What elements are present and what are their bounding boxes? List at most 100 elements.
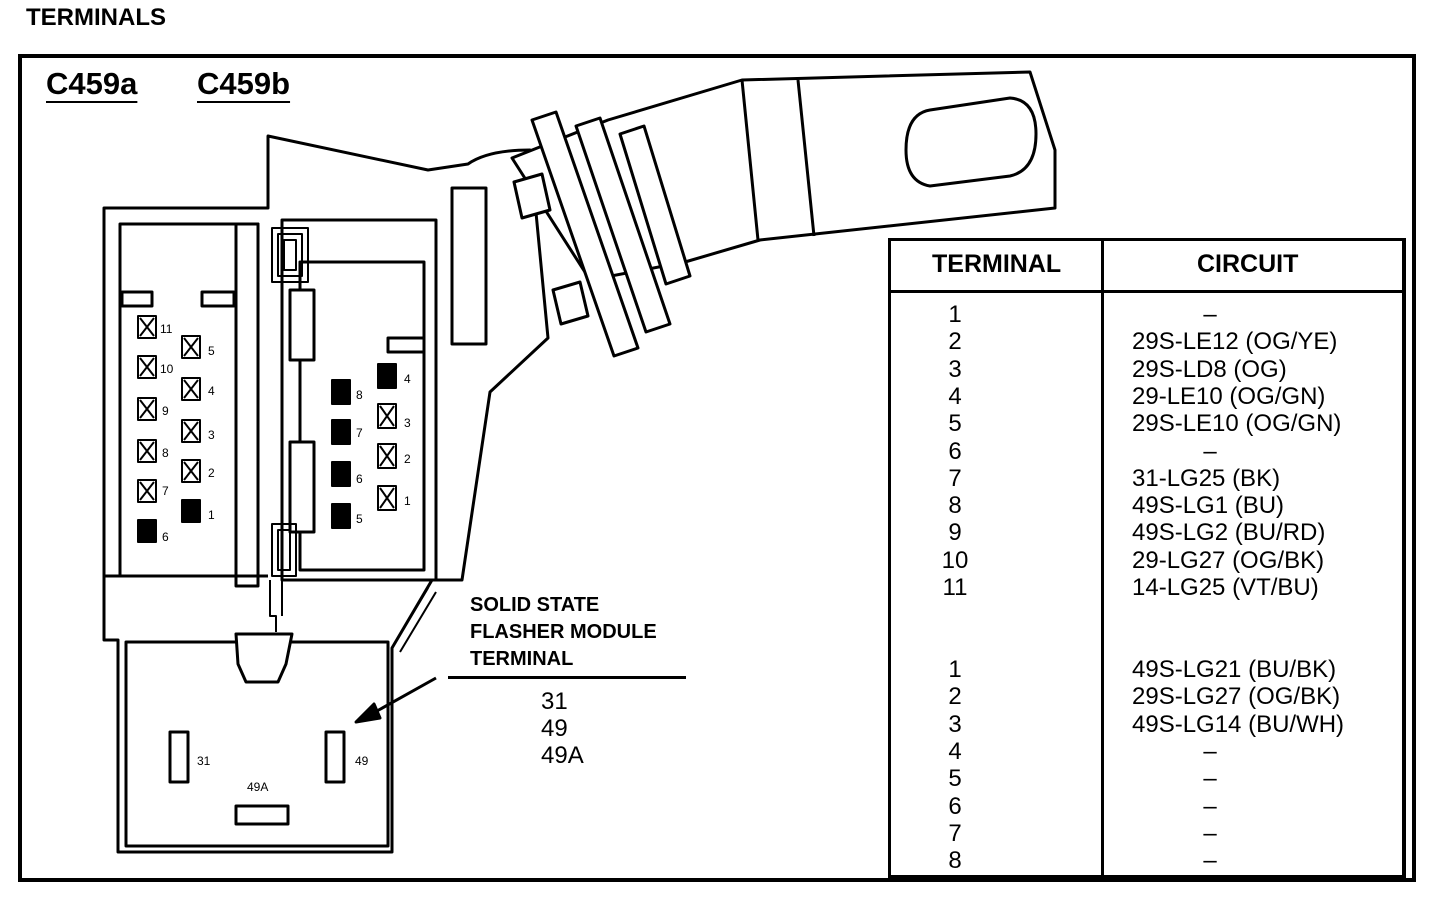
module-terminal-label: 31 — [197, 754, 211, 768]
c459a-pin-label: 11 — [160, 322, 173, 336]
stalk-end-slot — [904, 96, 1038, 188]
table-cell-terminal: 4 — [948, 382, 962, 410]
connector-b-label: C459b — [197, 66, 291, 101]
flasher-divider — [448, 676, 686, 679]
table-cell-circuit: – — [1203, 819, 1217, 847]
pin-cross — [139, 357, 155, 377]
table-cell-terminal: 2 — [948, 683, 962, 711]
table-cell-terminal: 1 — [948, 656, 962, 683]
c459b-pin-label: 2 — [404, 452, 411, 466]
table-cell-terminal: 7 — [948, 464, 962, 492]
pin-cavity-filled — [331, 461, 351, 487]
table-cell-terminal: 7 — [948, 819, 962, 847]
pin-cavity-filled — [181, 499, 201, 523]
table-cell-terminal: 8 — [948, 492, 962, 520]
diagram-frame — [18, 54, 1416, 882]
flasher-terminal: 49 — [541, 715, 568, 742]
pin-cavity-filled — [331, 379, 351, 405]
page-title: TERMINALS — [26, 4, 166, 31]
module-terminal-label: 49A — [247, 780, 269, 794]
table-cell-circuit: 29S-LE12 (OG/YE) — [1132, 328, 1338, 356]
c459a-pins — [137, 315, 201, 543]
c459a-pin-label: 8 — [162, 446, 169, 460]
pin-cross — [379, 405, 395, 427]
table-cell-terminal: 4 — [948, 737, 962, 765]
table-cell-terminal: 6 — [948, 792, 962, 820]
c459b-pin-label: 5 — [356, 512, 363, 526]
table-cell-circuit: – — [1203, 847, 1217, 875]
flasher-heading-line: SOLID STATE — [470, 594, 600, 616]
table-cell-circuit: – — [1203, 792, 1217, 820]
c459a-pin-label: 4 — [208, 384, 215, 398]
table-cell-terminal: 6 — [948, 437, 962, 465]
pin-cross — [139, 481, 155, 501]
flasher-terminal: 49A — [541, 742, 584, 769]
c459a-pin-label: 1 — [208, 508, 215, 522]
table-cell-circuit: 29S-LG27 (OG/BK) — [1132, 683, 1341, 711]
table-cell-terminal: 1 — [948, 301, 962, 328]
c459b-pin-label: 1 — [404, 494, 411, 508]
c459b-pin-label: 6 — [356, 472, 363, 486]
table-cell-terminal: 3 — [948, 355, 962, 383]
table-cell-circuit: 14-LG25 (VT/BU) — [1132, 574, 1319, 601]
collar-ring-1 — [530, 110, 640, 358]
table-cell-circuit: 49S-LG14 (BU/WH) — [1132, 710, 1345, 738]
pin-cavity-filled — [331, 419, 351, 445]
table-cell-terminal: 8 — [948, 847, 962, 875]
pin-cross — [139, 317, 155, 337]
pin-cross — [379, 445, 395, 467]
flasher-terminal: 31 — [541, 688, 568, 715]
pin-cavity-filled — [137, 519, 157, 543]
c459b-pin-label: 3 — [404, 416, 411, 430]
table-header-rule — [888, 290, 1406, 293]
table-cell-circuit: – — [1203, 301, 1217, 328]
module-terminal-label: 49 — [355, 754, 369, 768]
pin-cross — [139, 441, 155, 461]
c459b-pin-label: 4 — [404, 372, 411, 386]
c459a-pin-label: 5 — [208, 344, 215, 358]
table-cell-circuit: 29-LG27 (OG/BK) — [1132, 546, 1325, 574]
pin-cavity-filled — [377, 363, 397, 389]
collar-ring-2 — [574, 116, 672, 334]
connector-a-label: C459a — [46, 66, 138, 101]
flasher-heading-line: TERMINAL — [470, 648, 574, 670]
header-circuit: CIRCUIT — [1197, 250, 1299, 278]
table-cell-terminal: 9 — [948, 519, 962, 547]
collar-ring-3 — [618, 124, 692, 286]
c459b-pins — [331, 363, 397, 529]
table-cell-circuit: 31-LG25 (BK) — [1132, 464, 1281, 492]
table-cell-terminal: 2 — [948, 328, 962, 356]
table-cell-circuit: 29S-LE10 (OG/GN) — [1132, 410, 1342, 438]
c459a-pin-label: 2 — [208, 466, 215, 480]
module-plug — [234, 632, 294, 684]
c459b-pin-label: 7 — [356, 426, 363, 440]
terminal-table — [888, 238, 1406, 878]
pin-cross — [183, 421, 199, 441]
pin-cavity-filled — [331, 503, 351, 529]
table-cell-circuit: 29-LE10 (OG/GN) — [1132, 382, 1326, 410]
flasher-heading: SOLID STATE FLASHER MODULE TERMINAL — [470, 592, 657, 673]
table-cell-circuit: 49S-LG21 (BU/BK) — [1132, 656, 1337, 683]
pin-cross — [183, 337, 199, 357]
table-cell-circuit: 29S-LD8 (OG) — [1132, 355, 1287, 383]
pin-cross — [183, 461, 199, 481]
pin-cross — [139, 399, 155, 419]
table-cell-circuit: 49S-LG1 (BU) — [1132, 492, 1285, 520]
c459a-pin-label: 6 — [162, 530, 169, 544]
header-terminal: TERMINAL — [932, 250, 1062, 278]
table-cell-circuit: 49S-LG2 (BU/RD) — [1132, 519, 1326, 547]
c459b-pin-label: 8 — [356, 388, 363, 402]
pointer-arrow — [367, 676, 437, 718]
table-cell-terminal: 10 — [941, 546, 969, 574]
table-cell-circuit: – — [1203, 765, 1217, 793]
c459a-pin-label: 10 — [160, 362, 174, 376]
c459a-pin-label: 7 — [162, 484, 169, 498]
table-cell-terminal: 5 — [948, 765, 962, 793]
table-divider — [1101, 238, 1104, 878]
flasher-heading-line: FLASHER MODULE — [470, 621, 657, 643]
table-cell-terminal: 3 — [948, 710, 962, 738]
pin-cross — [183, 379, 199, 399]
table-cell-terminal: 5 — [948, 410, 962, 438]
pin-cross — [379, 487, 395, 509]
